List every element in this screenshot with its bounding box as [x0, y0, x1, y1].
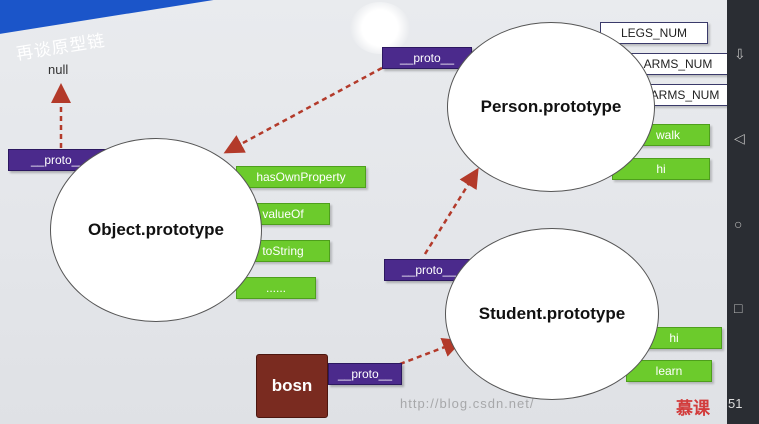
person-prototype-node: Person.prototype: [447, 22, 655, 192]
watermark: http://blog.csdn.net/: [400, 396, 535, 411]
page-number: 51: [728, 396, 743, 411]
object-prop-hasownproperty: hasOwnProperty: [236, 166, 366, 188]
object-prop-ellipsis: ......: [236, 277, 316, 299]
arrows-layer: [51, 66, 479, 366]
recents-icon[interactable]: □: [734, 300, 743, 316]
object-prototype-node: Object.prototype: [50, 138, 262, 322]
student-prototype-node: Student.prototype: [445, 228, 659, 400]
logo: 慕课: [676, 399, 710, 418]
home-icon[interactable]: ○: [734, 216, 743, 232]
bosn-instance: bosn: [256, 354, 328, 418]
arrow-bosn-to-student: [399, 337, 463, 366]
arrow-student-to-person: [423, 167, 479, 255]
back-icon[interactable]: ◁: [734, 130, 745, 146]
student-proto-tag: __proto__: [384, 259, 474, 281]
student-prop-learn: learn: [626, 360, 712, 382]
slide: 再谈原型链 null __proto__ hasOwnProperty valu…: [0, 0, 727, 424]
arrow-person-to-object: [223, 66, 383, 154]
person-prop-arms-num-1: ARMS_NUM: [626, 53, 727, 75]
null-label: null: [48, 62, 69, 77]
bosn-proto-tag: __proto__: [328, 363, 402, 385]
person-proto-tag: __proto__: [382, 47, 472, 69]
down-icon[interactable]: ⇩: [734, 46, 746, 62]
light-glare: [350, 2, 410, 54]
android-nav-bar: [727, 0, 759, 424]
